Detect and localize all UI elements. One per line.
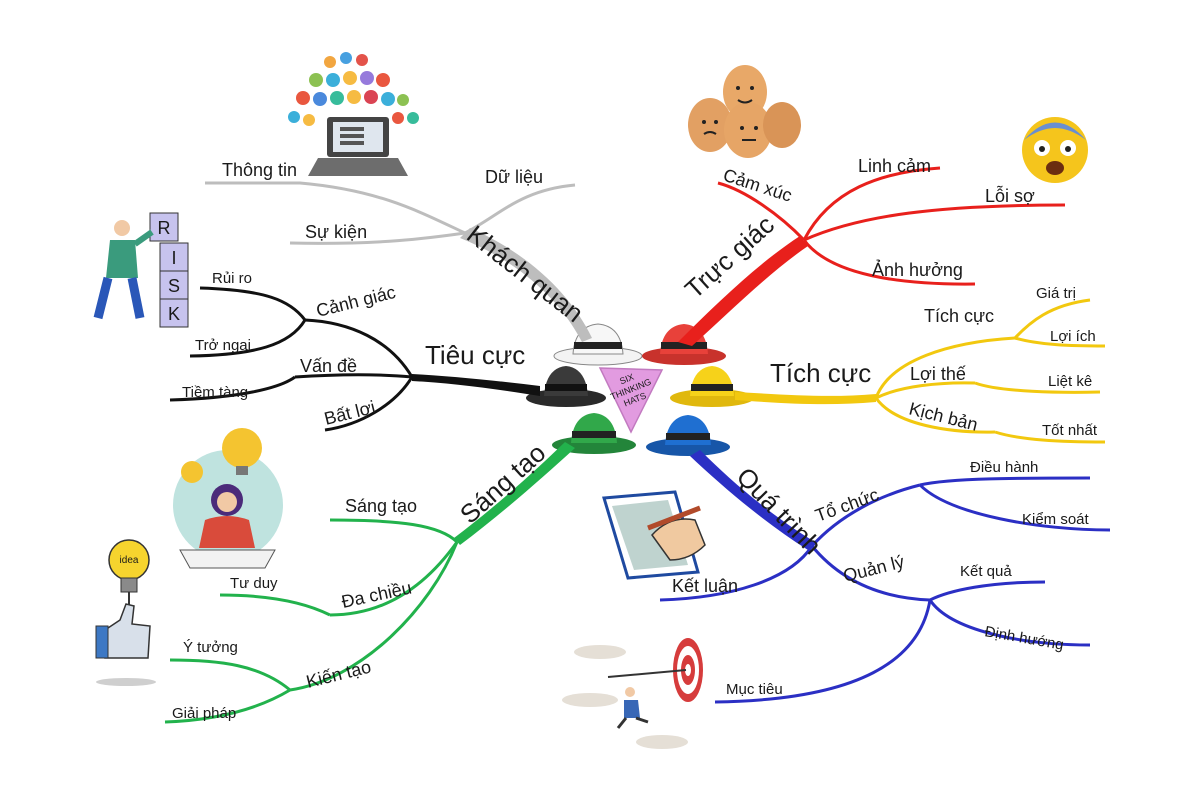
label-giai-phap: Giải pháp — [172, 705, 236, 722]
label-y-tuong: Ý tưởng — [183, 639, 238, 656]
label-loi-the: Lợi thế — [910, 364, 966, 384]
lightbulb-thumbs-up-icon: idea — [95, 539, 156, 686]
label-su-kien: Sự kiện — [305, 222, 367, 242]
label-tu-duy: Tư duy — [230, 575, 278, 592]
branch-negative: Tiêu cực Cảnh giác Rủi ro Trở ngại Vấn đ… — [169, 270, 540, 432]
idea-girl-icon — [173, 428, 283, 569]
branch-objective: Khách quan Thông tin Dữ liệu Sự kiện — [205, 160, 592, 342]
label-objective: Khách quan — [461, 219, 589, 328]
label-anh-huong: Ảnh hưởng — [872, 259, 963, 280]
label-ket-qua: Kết quả — [960, 563, 1012, 580]
label-liet-ke: Liệt kê — [1048, 373, 1092, 390]
label-canh-giac: Cảnh giác — [314, 282, 397, 321]
white-hat-icon — [553, 323, 643, 366]
risk-person-icon: R I S K — [93, 212, 189, 328]
red-hat-icon — [642, 324, 726, 365]
label-negative: Tiêu cực — [425, 340, 525, 370]
label-tro-ngai: Trở ngại — [195, 337, 251, 354]
center-triangle — [598, 367, 664, 434]
label-rui-ro: Rủi ro — [212, 270, 252, 287]
label-ket-luan: Kết luận — [672, 576, 738, 596]
label-van-de: Vấn đề — [300, 356, 357, 376]
label-loi-so: Lỗi sợ — [985, 185, 1035, 206]
green-hat-icon — [552, 413, 636, 454]
label-kien-tao: Kiến tạo — [304, 656, 373, 691]
label-tich-cuc-sub: Tích cực — [924, 306, 994, 326]
label-sang-tao-sub: Sáng tạo — [345, 496, 417, 516]
label-loi-ich: Lợi ích — [1050, 328, 1096, 345]
scared-face-icon — [1022, 117, 1088, 183]
yellow-hat-icon — [670, 366, 754, 407]
branch-process: Quá trình Tổ chức Điều hành Kiểm soát Kế… — [659, 450, 1111, 704]
label-cam-xuc: Cảm xúc — [721, 165, 795, 206]
label-thong-tin: Thông tin — [222, 160, 297, 180]
branch-positive: Tích cực Tích cực Giá trị Lợi ích Lợi th… — [735, 285, 1106, 444]
hand-writing-icon — [602, 490, 706, 580]
label-tiem-tang: Tiềm tàng — [182, 384, 248, 401]
label-dinh-huong: Định hướng — [983, 623, 1065, 654]
label-emotion: Trực giác — [679, 209, 780, 304]
black-hat-icon — [526, 366, 606, 407]
label-creative: Sáng tạo — [454, 438, 551, 530]
computer-cloud-icon — [288, 52, 419, 176]
label-quan-ly: Quản lý — [841, 551, 906, 585]
label-gia-tri: Giá trị — [1036, 285, 1076, 302]
risk-letter-r: R — [158, 218, 171, 238]
idea-word: idea — [120, 555, 139, 566]
label-muc-tieu: Mục tiêu — [726, 681, 783, 698]
risk-letter-s: S — [168, 276, 180, 296]
center-hub: SIX THINKING HATS — [526, 323, 754, 456]
label-kiem-soat: Kiểm soát — [1022, 511, 1090, 528]
label-tot-nhat: Tốt nhất — [1042, 422, 1098, 439]
label-du-lieu: Dữ liệu — [485, 167, 543, 187]
risk-letter-i: I — [171, 248, 176, 268]
branch-emotion: Trực giác Cảm xúc Linh cảm Lỗi sợ Ảnh hư… — [678, 156, 1066, 346]
eggs-emotion-icon — [688, 65, 801, 158]
branch-creative: Sáng tạo Sáng tạo Đa chiều Tư duy Kiến t… — [164, 438, 575, 724]
risk-letter-k: K — [168, 304, 180, 324]
blue-hat-icon — [646, 415, 730, 456]
label-positive: Tích cực — [770, 358, 871, 388]
label-to-chuc: Tổ chức — [813, 484, 882, 525]
target-archer-icon — [562, 638, 703, 749]
label-dieu-hanh: Điều hành — [970, 459, 1038, 476]
label-linh-cam: Linh cảm — [858, 156, 931, 176]
